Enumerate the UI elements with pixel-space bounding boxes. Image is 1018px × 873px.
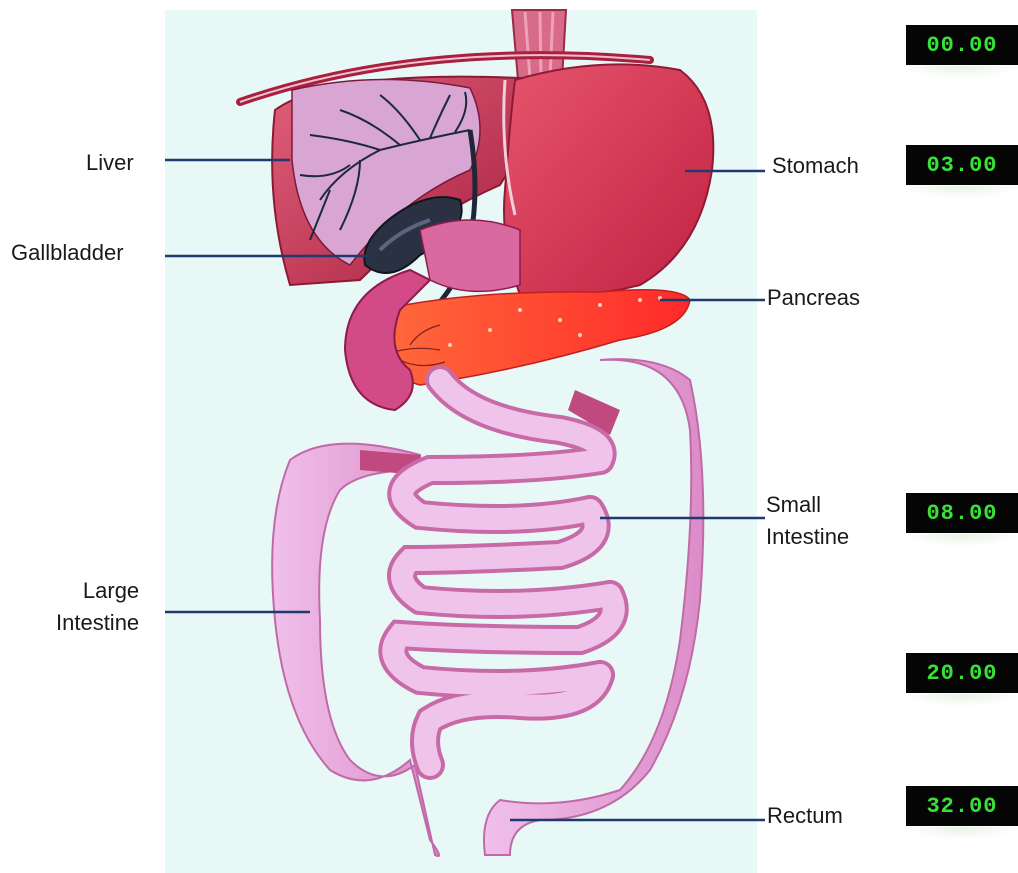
timer-display: 00.00 bbox=[906, 25, 1018, 65]
timer-shadow bbox=[906, 66, 1018, 78]
label-large-intestine-line2: Intestine bbox=[56, 607, 139, 639]
label-small-intestine-line2: Intestine bbox=[766, 521, 849, 553]
label-rectum: Rectum bbox=[767, 800, 843, 832]
timer-shadow bbox=[906, 694, 1018, 706]
label-liver: Liver bbox=[86, 147, 134, 179]
timer-display: 32.00 bbox=[906, 786, 1018, 826]
timer-value: 20.00 bbox=[926, 661, 997, 686]
timer-value: 00.00 bbox=[926, 33, 997, 58]
timer-value: 32.00 bbox=[926, 794, 997, 819]
timer-display: 20.00 bbox=[906, 653, 1018, 693]
timer-display: 08.00 bbox=[906, 493, 1018, 533]
label-large-intestine: Large Intestine bbox=[56, 575, 139, 639]
label-gallbladder: Gallbladder bbox=[11, 237, 124, 269]
label-stomach: Stomach bbox=[772, 150, 859, 182]
timer-value: 08.00 bbox=[926, 501, 997, 526]
timer-shadow bbox=[906, 827, 1018, 839]
timer-value: 03.00 bbox=[926, 153, 997, 178]
label-large-intestine-line1: Large bbox=[56, 575, 139, 607]
timer-display: 03.00 bbox=[906, 145, 1018, 185]
timer-shadow bbox=[906, 186, 1018, 198]
timer-shadow bbox=[906, 534, 1018, 546]
label-pancreas: Pancreas bbox=[767, 282, 860, 314]
label-small-intestine-line1: Small bbox=[766, 489, 849, 521]
label-small-intestine: Small Intestine bbox=[766, 489, 849, 553]
